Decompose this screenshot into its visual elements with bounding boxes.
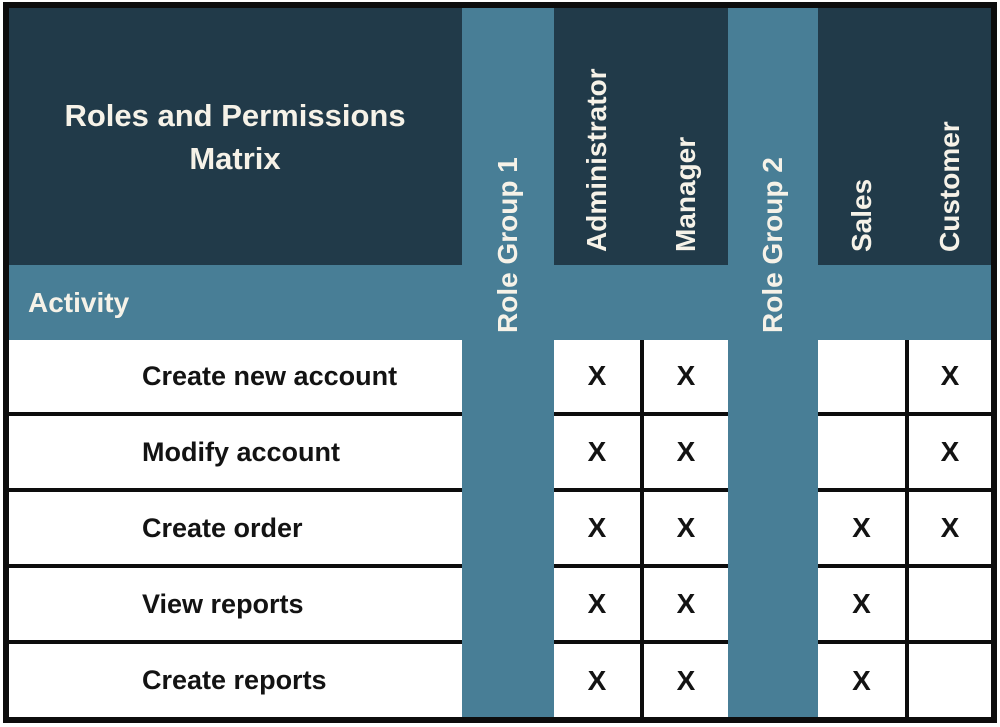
role-group-2-header: Role Group 2 — [757, 157, 788, 333]
role-group-2-band — [728, 8, 818, 717]
column-divider-sales-customer — [905, 340, 909, 717]
role-group-1-band — [462, 8, 554, 717]
table-row: View reports X X X — [9, 568, 991, 640]
activity-cell: Create reports — [142, 665, 327, 695]
mark-cell-administrator: X — [587, 588, 607, 619]
mark-cell-administrator: X — [587, 436, 607, 467]
mark-cell-customer: X — [940, 512, 960, 543]
mark-cell-sales — [818, 340, 905, 412]
mark-cell-administrator: X — [587, 512, 607, 543]
column-header-manager: Manager — [670, 136, 701, 252]
mark-cell-sales: X — [852, 512, 871, 543]
matrix-frame: Roles and Permissions Matrix Activity Ro… — [3, 2, 997, 723]
mark-cell-sales: X — [852, 664, 871, 696]
mark-cell-customer — [909, 568, 991, 640]
table-row: Create reports X X X — [9, 644, 991, 717]
mark-cell-manager: X — [676, 664, 696, 696]
mark-cell-manager: X — [676, 512, 696, 543]
activity-cell: View reports — [142, 588, 304, 619]
column-header-sales: Sales — [846, 178, 877, 252]
activity-cell: Modify account — [142, 436, 341, 467]
mark-cell-sales — [818, 416, 905, 488]
mark-cell-manager: X — [676, 436, 696, 467]
table-row: Create new account X X X — [9, 340, 991, 412]
table-row: Modify account X X X — [9, 416, 991, 488]
mark-cell-manager: X — [676, 588, 696, 619]
column-header-customer: Customer — [934, 121, 965, 252]
matrix-title: Roles and Permissions Matrix — [64, 98, 406, 176]
role-group-1-header: Role Group 1 — [492, 157, 523, 333]
activity-cell: Create new account — [142, 360, 398, 391]
column-divider-administrator-manager — [640, 340, 644, 717]
mark-cell-customer: X — [940, 436, 960, 467]
mark-cell-customer — [909, 644, 991, 717]
mark-cell-customer: X — [940, 360, 960, 391]
mark-cell-administrator: X — [587, 664, 607, 696]
activity-cell: Create order — [142, 512, 303, 543]
mark-cell-administrator: X — [587, 360, 607, 391]
table-row: Create order X X X X — [9, 492, 991, 564]
mark-cell-sales: X — [852, 588, 871, 619]
activity-column-header: Activity — [28, 286, 130, 318]
mark-cell-manager: X — [676, 360, 696, 391]
column-header-administrator: Administrator — [581, 68, 612, 252]
